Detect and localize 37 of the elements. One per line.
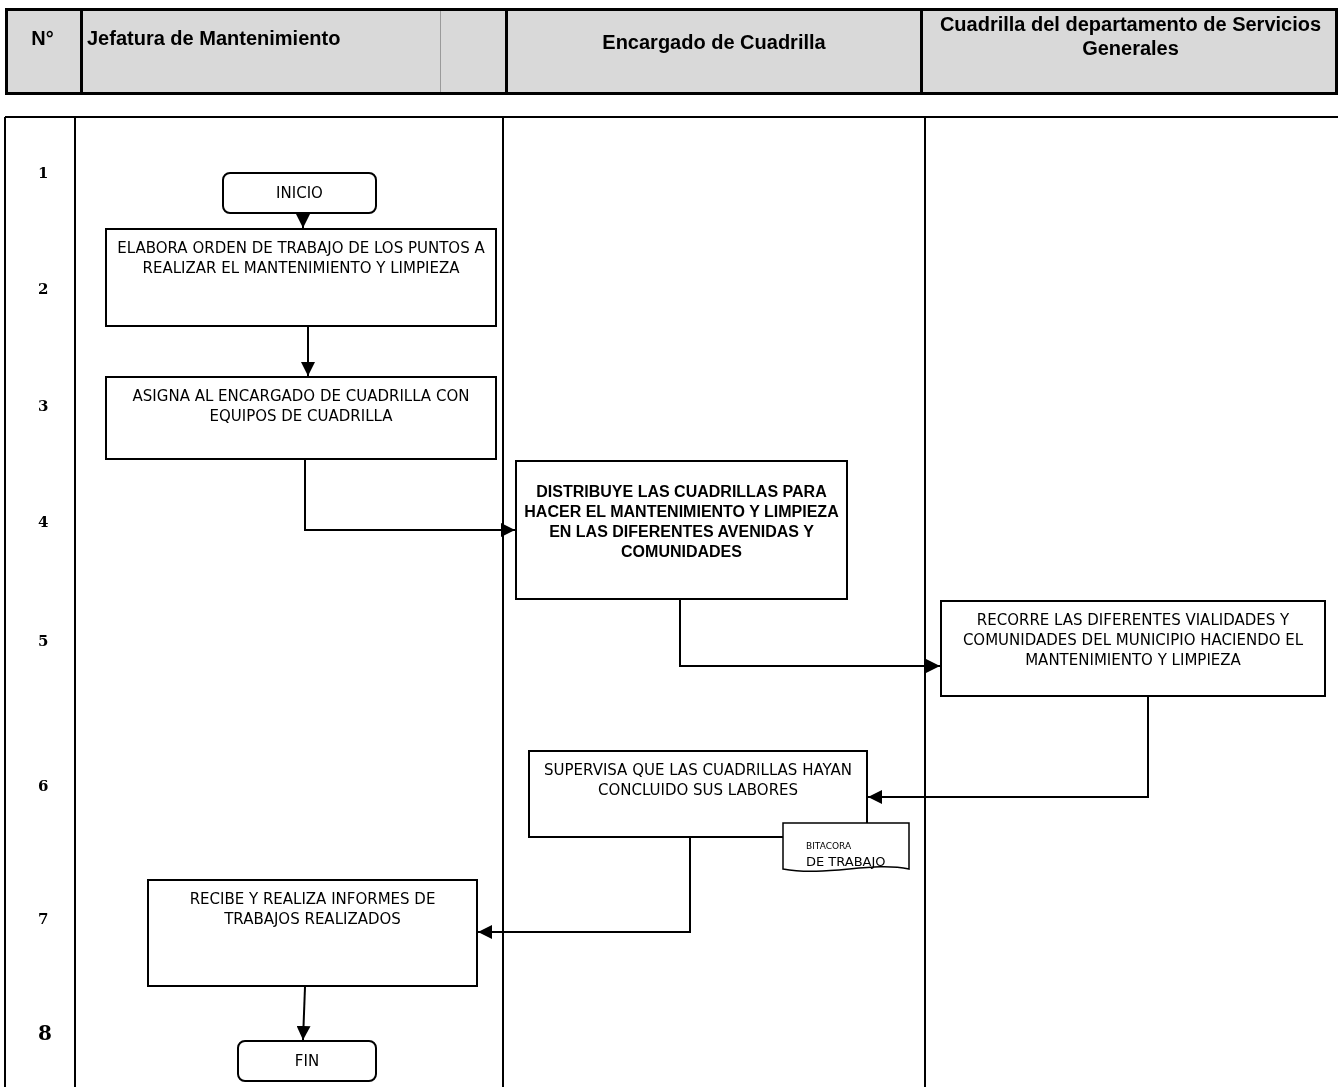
row-number: 2 xyxy=(38,279,49,300)
process-box xyxy=(147,879,478,987)
process-box xyxy=(105,228,497,327)
row-number: 5 xyxy=(38,631,49,652)
process-box xyxy=(105,376,497,460)
column-header: Jefatura de Mantenimiento xyxy=(87,26,341,51)
column-header: Encargado de Cuadrilla xyxy=(602,30,826,55)
row-number: 4 xyxy=(38,512,49,533)
terminal-box xyxy=(237,1040,377,1082)
process-box xyxy=(515,460,848,600)
node-text: RECORRE LAS DIFERENTES VIALIDADES Y COMUNIDADES DEL MUNICIPIO HACIENDO EL MANTENIMIENTO Y LIMPIEZA xyxy=(961,610,1305,670)
node-text: ELABORA ORDEN DE TRABAJO DE LOS PUNTOS A REALIZAR EL MANTENIMIENTO Y LIMPIEZA xyxy=(116,238,486,278)
terminal-box xyxy=(222,172,377,214)
arrow xyxy=(301,326,315,377)
row-number: 1 xyxy=(38,163,49,184)
column-header: N° xyxy=(31,26,54,51)
row-number: 8 xyxy=(38,1020,52,1047)
node-text: BITACORA xyxy=(806,840,852,853)
process-box xyxy=(940,600,1326,697)
arrow xyxy=(296,213,310,229)
node-text: FIN xyxy=(294,1050,320,1072)
node-text: ASIGNA AL ENCARGADO DE CUADRILLA CON EQUIPOS DE CUADRILLA xyxy=(131,386,471,426)
row-number: 3 xyxy=(38,396,49,417)
arrow xyxy=(679,599,941,673)
document-shape xyxy=(782,822,910,875)
node-text: RECIBE Y REALIZA INFORMES DE TRABAJOS REALIZADOS xyxy=(188,889,437,929)
arrow xyxy=(296,986,311,1041)
arrow xyxy=(477,837,691,939)
arrow xyxy=(304,459,516,537)
node-text: DISTRIBUYE LAS CUADRILLAS PARA HACER EL MANTENIMIENTO Y LIMPIEZA EN LAS DIFERENTES AVENIDAS Y COMUNIDADES xyxy=(523,482,840,562)
node-text: DE TRABAJO xyxy=(806,854,886,870)
node-text: SUPERVISA QUE LAS CUADRILLAS HAYAN CONCLUIDO SUS LABORES xyxy=(543,760,853,800)
node-text: INICIO xyxy=(276,182,323,204)
row-number: 7 xyxy=(38,909,49,930)
column-header: Cuadrilla del departamento de Servicios Generales xyxy=(938,12,1323,60)
arrow xyxy=(867,696,1149,804)
row-number: 6 xyxy=(38,776,49,797)
